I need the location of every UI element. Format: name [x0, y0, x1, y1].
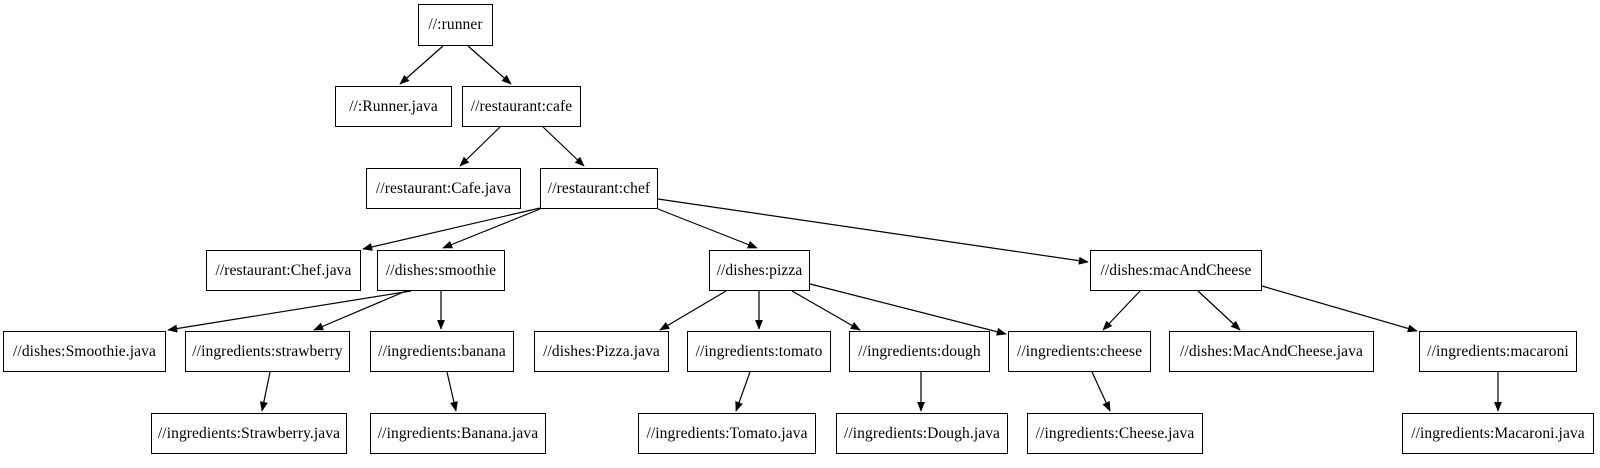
graph-edge-smoothie-to-smoothie_java	[167, 290, 412, 333]
graph-node-label: //dishes:pizza	[716, 261, 803, 279]
graph-node-label: //ingredients:strawberry	[192, 342, 343, 360]
graph-node-restaurant_chef[interactable]: //restaurant:chef	[540, 168, 658, 209]
graph-edge-restaurant_chef-to-chef_java	[362, 207, 541, 251]
graph-node-label: //dishes:smoothie	[385, 261, 497, 279]
graph-node-smoothie_java[interactable]: //dishes:Smoothie.java	[3, 331, 166, 372]
graph-node-label: //ingredients:tomato	[695, 342, 823, 360]
graph-edge-smoothie-to-strawberry	[313, 290, 407, 331]
graph-node-label: //:Runner.java	[349, 97, 438, 115]
graph-node-label: //:runner	[428, 16, 483, 34]
graph-node-strawberry[interactable]: //ingredients:strawberry	[185, 331, 350, 372]
graph-node-smoothie[interactable]: //dishes:smoothie	[377, 250, 505, 291]
graph-node-strawberry_java[interactable]: //ingredients:Strawberry.java	[151, 413, 347, 454]
graph-node-label: //ingredients:Tomato.java	[646, 424, 808, 442]
graph-edge-pizza-to-cheese	[809, 283, 1007, 336]
graph-node-macaroni_java[interactable]: //ingredients:Macaroni.java	[1402, 413, 1594, 454]
graph-node-label: //ingredients:Macaroni.java	[1411, 424, 1585, 442]
graph-node-mac_and_cheese[interactable]: //dishes:macAndCheese	[1090, 250, 1262, 291]
graph-node-label: //ingredients:Dough.java	[843, 424, 1001, 442]
graph-node-label: //ingredients:Banana.java	[377, 424, 539, 442]
graph-node-tomato[interactable]: //ingredients:tomato	[687, 331, 831, 372]
graph-node-label: //restaurant:Cafe.java	[375, 179, 512, 197]
graph-edge-tomato-to-tomato_java	[735, 371, 751, 412]
graph-node-label: //dishes:Pizza.java	[543, 342, 660, 360]
graph-edge-restaurant_chef-to-smoothie	[442, 208, 541, 249]
graph-edge-banana-to-banana_java	[446, 371, 458, 412]
graph-node-label: //restaurant:cafe	[470, 97, 573, 115]
graph-node-pizza[interactable]: //dishes:pizza	[709, 250, 810, 291]
graph-node-macaroni[interactable]: //ingredients:macaroni	[1419, 331, 1577, 372]
graph-node-cheese[interactable]: //ingredients:cheese	[1008, 331, 1151, 372]
graph-node-dough[interactable]: //ingredients:dough	[849, 331, 990, 372]
graph-node-runner[interactable]: //:runner	[418, 4, 493, 46]
graph-node-label: //dishes:MacAndCheese.java	[1180, 342, 1363, 360]
graph-node-label: //dishes:macAndCheese	[1100, 261, 1252, 279]
graph-node-pizza_java[interactable]: //dishes:Pizza.java	[534, 331, 669, 372]
graph-node-label: //restaurant:Chef.java	[215, 261, 352, 279]
graph-node-label: //ingredients:Strawberry.java	[157, 424, 341, 442]
graph-node-tomato_java[interactable]: //ingredients:Tomato.java	[638, 413, 816, 454]
graph-node-runner_java[interactable]: //:Runner.java	[335, 86, 452, 127]
graph-edge-mac_and_cheese-to-cheese	[1102, 290, 1141, 331]
graph-node-label: //dishes:Smoothie.java	[13, 342, 156, 360]
graph-node-label: //ingredients:dough	[858, 342, 981, 360]
graph-edge-restaurant_chef-to-pizza	[657, 208, 758, 249]
graph-node-restaurant_cafe[interactable]: //restaurant:cafe	[462, 86, 581, 127]
graph-edge-pizza-to-pizza_java	[659, 290, 727, 331]
graph-edge-cheese-to-cheese_java	[1091, 371, 1111, 412]
graph-edge-pizza-to-dough	[791, 290, 861, 331]
graph-edge-runner-to-runner_java	[399, 45, 444, 85]
graph-node-mac_cheese_java[interactable]: //dishes:MacAndCheese.java	[1169, 331, 1374, 372]
graph-node-label: //ingredients:cheese	[1016, 342, 1143, 360]
graph-edge-restaurant_cafe-to-restaurant_chef	[542, 126, 585, 167]
graph-node-dough_java[interactable]: //ingredients:Dough.java	[836, 413, 1008, 454]
graph-node-banana_java[interactable]: //ingredients:Banana.java	[370, 413, 546, 454]
graph-edge-mac_and_cheese-to-macaroni	[1261, 285, 1418, 333]
graph-node-chef_java[interactable]: //restaurant:Chef.java	[206, 250, 361, 291]
graph-edge-strawberry-to-strawberry_java	[259, 371, 271, 412]
graph-node-cheese_java[interactable]: //ingredients:Cheese.java	[1027, 413, 1203, 454]
graph-node-banana[interactable]: //ingredients:banana	[370, 331, 514, 372]
graph-node-label: //ingredients:banana	[378, 342, 506, 360]
graph-node-label: //ingredients:Cheese.java	[1035, 424, 1195, 442]
graph-node-label: //restaurant:chef	[547, 179, 651, 197]
graph-node-cafe_java[interactable]: //restaurant:Cafe.java	[366, 168, 521, 209]
graph-edge-restaurant_cafe-to-cafe_java	[459, 126, 501, 167]
graph-edge-mac_and_cheese-to-mac_cheese_java	[1197, 290, 1241, 331]
graph-edge-runner-to-restaurant_cafe	[467, 45, 512, 85]
graph-node-label: //ingredients:macaroni	[1427, 342, 1569, 360]
